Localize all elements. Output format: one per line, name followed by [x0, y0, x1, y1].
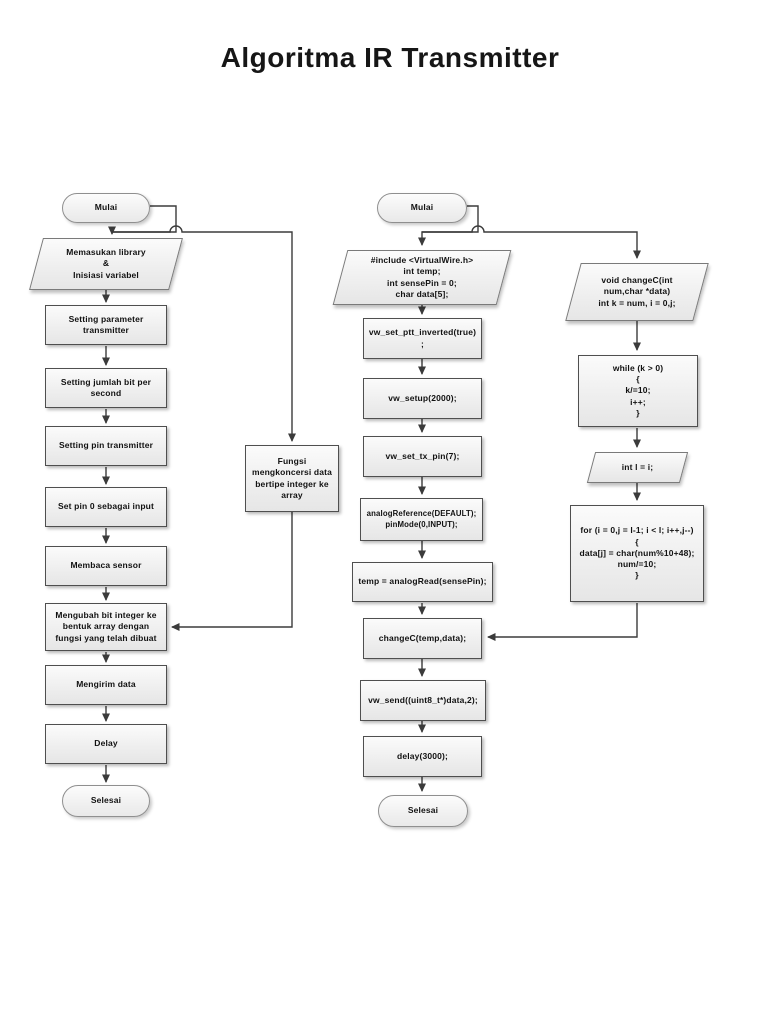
node-setting-parameter: Setting parameter transmitter	[45, 305, 167, 345]
wire-mid-start-elbow	[418, 205, 479, 246]
node-setting-pin-transmitter: Setting pin transmitter	[45, 426, 167, 466]
wire-for-to-changec	[487, 603, 638, 641]
node-delay: Delay	[45, 724, 167, 764]
node-right-io-changec-decl: void changeC(int num,char *data) int k =…	[565, 263, 709, 321]
wire-mid-branch-right	[422, 225, 641, 259]
node-left-end: Selesai	[62, 785, 150, 817]
node-vw-set-ptt-inverted: vw_set_ptt_inverted(true) ;	[363, 318, 482, 359]
node-set-pin-input: Set pin 0 sebagai input	[45, 487, 167, 527]
page-title: Algoritma IR Transmitter	[220, 42, 560, 73]
node-vw-set-tx-pin: vw_set_tx_pin(7);	[363, 436, 482, 477]
node-mengubah-bit-integer: Mengubah bit integer ke bentuk array den…	[45, 603, 167, 651]
node-membaca-sensor: Membaca sensor	[45, 546, 167, 586]
node-vw-setup: vw_setup(2000);	[363, 378, 482, 419]
node-delay-3000: delay(3000);	[363, 736, 482, 777]
node-left-start: Mulai	[62, 193, 150, 223]
wire-func-feedback	[171, 512, 293, 631]
node-temp-analogread: temp = analogRead(sensePin);	[352, 562, 493, 602]
node-analogreference-pinmode: analogReference(DEFAULT); pinMode(0,INPU…	[360, 498, 483, 541]
node-changec-call: changeC(temp,data);	[363, 618, 482, 659]
node-for-loop: for (i = 0,j = l-1; i < l; i++,j--) { da…	[570, 505, 704, 602]
node-right-io-int-l: int l = i;	[585, 452, 690, 483]
node-mid-io-include: #include <VirtualWire.h> int temp; int s…	[332, 250, 512, 305]
node-mengirim-data: Mengirim data	[45, 665, 167, 705]
node-setting-bit-per-second: Setting jumlah bit per second	[45, 368, 167, 408]
node-mid-start: Mulai	[377, 193, 467, 223]
node-while-loop: while (k > 0) { k/=10; i++; }	[578, 355, 698, 427]
node-left-io-library: Memasukan library & Inisiasi variabel	[29, 238, 183, 290]
node-fungsi-konversi: Fungsi mengkoncersi data bertipe integer…	[245, 445, 339, 512]
node-vw-send: vw_send((uint8_t*)data,2);	[360, 680, 486, 721]
node-mid-end: Selesai	[378, 795, 468, 827]
wire-left-branch-func	[112, 225, 296, 442]
